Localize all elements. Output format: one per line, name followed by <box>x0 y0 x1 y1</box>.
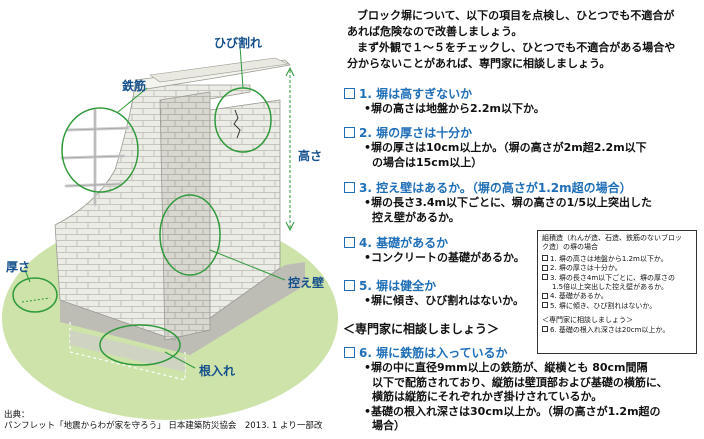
note-consult: ＜専門家に相談しましょう＞ <box>542 316 633 325</box>
check-item-4: 4. 基礎があるか •コンクリートの基礎があるか。 <box>344 235 704 266</box>
check-item-5: 5. 塀は健全か •塀に傾き、ひび割れはないか。 <box>344 278 704 309</box>
item-desc: 横筋は縦筋にそれぞれかぎ掛けされているか。 <box>372 390 603 403</box>
item-desc: •塀に傾き、ひび割れはないか。 <box>364 294 525 307</box>
item-desc: •塀の中に直径9mm以上の鉄筋が、縦横とも 80cm間隔 <box>364 361 648 374</box>
checkbox-icon <box>344 127 355 138</box>
check-item-6: 6. 塀に鉄筋は入っているか •塀の中に直径9mm以上の鉄筋が、縦横とも 80c… <box>344 345 704 434</box>
label-buttress: 控え壁 <box>288 276 325 290</box>
checkbox-icon <box>542 292 548 299</box>
item-desc: •塀の長さ3.4m以下ごとに、塀の高さの1/5以上突出した <box>364 196 652 209</box>
checkbox-icon <box>542 274 548 281</box>
note-header: ク造）の塀の場合 <box>542 243 598 252</box>
block-wall-illustration: ひび割れ 鉄筋 高さ 厚さ 控え壁 根入れ <box>0 0 340 439</box>
note-item: 6. 基礎の根入れ深さは20cm以上か。 <box>550 325 670 334</box>
intro-line: ブロック塀について、以下の項目を点検し、ひとつでも不適合が <box>357 9 675 22</box>
note-item: 5. 塀に傾き、ひび割れはないか。 <box>550 301 657 310</box>
item-desc: 場合） <box>372 419 405 432</box>
intro-line: あれば危険なので改善しましょう。 <box>347 25 523 38</box>
wall-right <box>209 99 281 319</box>
note-item: 1. 塀の高さは地盤から1.2m以下か。 <box>550 254 668 263</box>
checkbox-icon <box>542 255 548 262</box>
note-item: 3. 塀の長さ4m以下ごとに、塀の厚さの <box>550 273 675 282</box>
item-desc: の場合は15cm以上） <box>372 155 483 169</box>
item-desc: 控え壁があるか。 <box>372 210 460 224</box>
source-citation: 出典： パンフレット「地震からわが家を守ろう」 日本建築防災協会 2013. 1… <box>4 410 322 432</box>
check-item-1: 1. 塀は高すぎないか •塀の高さは地盤から2.2m以下か。 <box>344 86 704 117</box>
source-text: パンフレット「地震からわが家を守ろう」 日本建築防災協会 2013. 1 より一… <box>4 421 323 431</box>
item-title: 4. 基礎があるか <box>359 236 449 250</box>
circle-rebar <box>61 107 139 193</box>
item-title: 2. 塀の厚さは十分か <box>359 126 473 140</box>
label-embedment: 根入れ <box>199 364 236 378</box>
item-title: 1. 塀は高すぎないか <box>359 87 473 101</box>
intro-line: 分からないことがあれば、専門家に相談しましょう。 <box>347 57 611 70</box>
checkbox-icon <box>344 347 355 358</box>
label-crack: ひび割れ <box>214 36 263 50</box>
item-title: 6. 塀に鉄筋は入っているか <box>359 346 508 360</box>
note-item: 2. 塀の厚さは十分か。 <box>550 264 622 273</box>
label-rebar: 鉄筋 <box>122 79 147 93</box>
note-header: 組積造（れんが造、石造、鉄筋のないブロッ <box>542 234 682 242</box>
circle-embed <box>99 324 181 366</box>
check-item-2: 2. 塀の厚さは十分か •塀の厚さは10cm以上か。（塀の高さが2m超2.2m以… <box>344 125 704 170</box>
item-desc: •塀の高さは地盤から2.2m以下か。 <box>364 102 545 115</box>
buttress-shape <box>159 91 211 341</box>
block-wall-drawing <box>2 45 338 420</box>
source-label: 出典： <box>4 410 30 420</box>
intro-text: ブロック塀について、以下の項目を点検し、ひとつでも不適合が あれば危険なので改善… <box>347 8 699 72</box>
consult-expert-heading: ＜専門家に相談しましょう＞ <box>343 322 500 336</box>
checkbox-icon <box>344 280 355 291</box>
item-title: 3. 控え壁はあるか。（塀の高さが1.2m超の場合） <box>359 181 632 195</box>
checkbox-icon <box>542 326 548 333</box>
item-desc: 以下で配筋されており、縦筋は壁頂部および基礎の横筋に、 <box>372 375 668 389</box>
foundation-shape <box>60 262 305 355</box>
foundation-front <box>70 330 185 372</box>
item-desc: •塀の厚さは10cm以上か。（塀の高さが2m超2.2m以下 <box>364 141 647 154</box>
wall-top-left <box>149 57 290 83</box>
circle-thickness <box>12 277 58 313</box>
label-height: 高さ <box>298 149 323 163</box>
wall-front <box>54 84 251 341</box>
check-item-3: 3. 控え壁はあるか。（塀の高さが1.2m超の場合） •塀の長さ3.4m以下ごと… <box>344 180 704 225</box>
note-item: 4. 基礎があるか。 <box>550 292 608 301</box>
checkbox-icon <box>344 237 355 248</box>
intro-line: まず外観で１～５をチェックし、ひとつでも不適合がある場合や <box>357 41 676 54</box>
label-thickness: 厚さ <box>6 260 31 274</box>
item-desc: •コンクリートの基礎があるか。 <box>364 251 525 264</box>
note-item: 1.5倍以上突出した控え壁があるか。 <box>552 283 668 292</box>
checkbox-icon <box>344 88 355 99</box>
masonry-note-box: 組積造（れんが造、石造、鉄筋のないブロッ ク造）の塀の場合 1. 塀の高さは地盤… <box>537 230 697 354</box>
crack-mark <box>233 109 241 139</box>
item-desc: •基礎の根入れ深さは30cm以上か。（塀の高さが1.2m超の <box>364 404 661 418</box>
checkbox-icon <box>542 264 548 271</box>
checkbox-icon <box>542 302 548 309</box>
circle-buttress <box>159 194 221 276</box>
checkbox-icon <box>344 182 355 193</box>
item-title: 5. 塀は健全か <box>359 279 437 293</box>
